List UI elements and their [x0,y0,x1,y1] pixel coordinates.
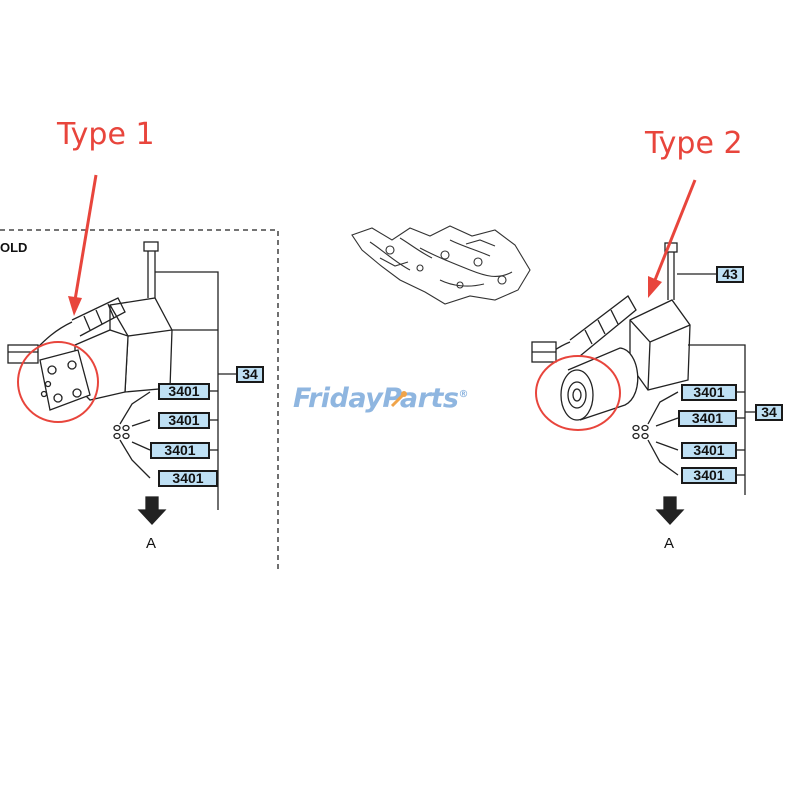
part-number-3401-right-2: 3401 [678,410,737,427]
part-number-34-left: 34 [236,366,264,383]
watermark-registered-mark: ® [458,389,468,400]
view-arrow-a-left: A [146,535,157,552]
type2-solenoid-drawing [531,242,755,525]
part-number-3401-left-3: 3401 [150,442,210,459]
watermark-text-friday: Friday [293,383,383,414]
part-number-3401-left-4: 3401 [158,470,218,487]
type1-label: Type 1 [57,117,155,152]
part-number-3401-right-4: 3401 [681,467,737,484]
type2-label: Type 2 [645,126,743,161]
view-arrow-a-right: A [664,535,675,552]
type1-highlight-circle [17,341,99,423]
type2-highlight-circle [535,355,621,431]
type1-pointer-arrow [73,174,98,301]
part-number-43: 43 [716,266,744,283]
part-number-3401-left-1: 3401 [158,383,210,400]
fridayparts-watermark: FridayParts® [293,383,468,414]
old-section-label: OLD [0,240,28,255]
part-number-3401-left-2: 3401 [158,412,210,429]
part-number-3401-right-1: 3401 [681,384,737,401]
valve-body-sketch [351,225,531,305]
type2-pointer-arrow [653,179,697,281]
type1-solenoid-drawing [7,241,236,525]
part-number-3401-right-3: 3401 [681,442,737,459]
old-section-dashed-border [0,229,279,572]
watermark-text-parts: Parts [382,383,459,414]
watermark-tool-icon [390,391,407,408]
part-number-34-right: 34 [755,404,783,421]
